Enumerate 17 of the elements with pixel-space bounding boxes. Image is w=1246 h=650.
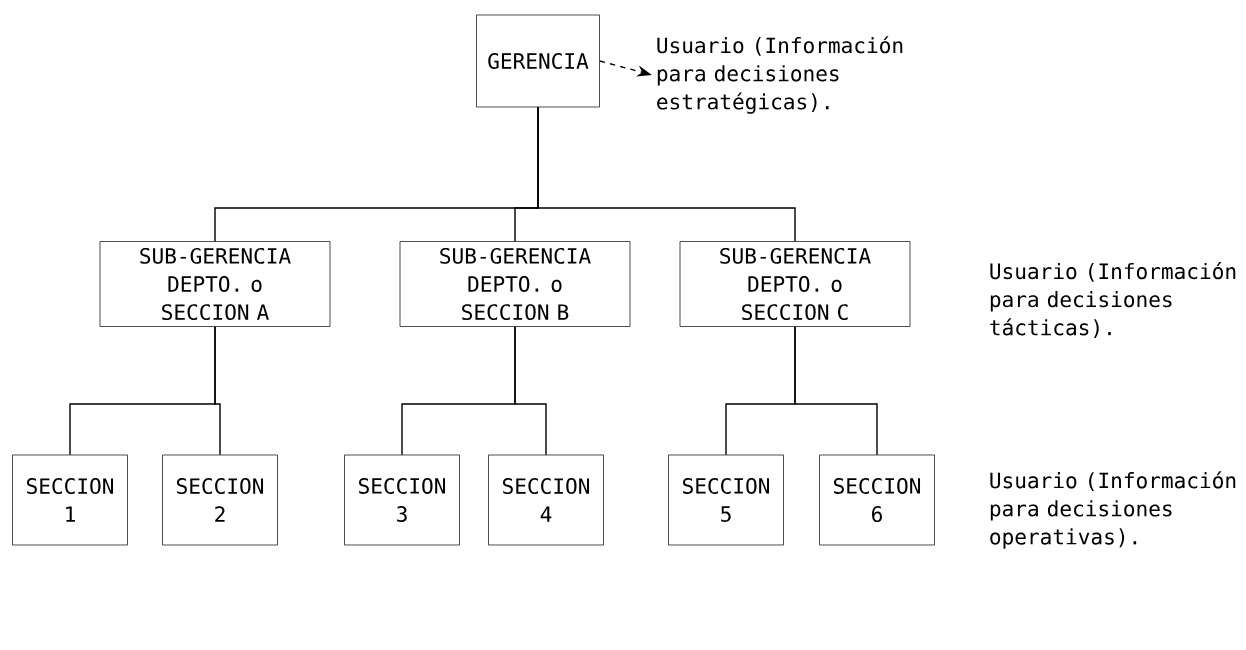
section-box: SECCION 4 xyxy=(488,454,604,546)
section-box: SECCION 1 xyxy=(12,454,128,546)
section-box: SECCION 6 xyxy=(819,454,935,546)
connector-line xyxy=(537,106,796,242)
connector-line xyxy=(794,326,878,456)
section-box: SECCION 5 xyxy=(668,454,784,546)
connector-line xyxy=(514,326,547,456)
org-box: SUB-GERENCIA DEPTO. o SECCION C xyxy=(679,241,911,327)
user-note: Usuario (Información para decisiones tácticas). xyxy=(990,262,1236,338)
user-note: Usuario (Información para decisiones estratégicas). xyxy=(657,36,903,114)
connector-line xyxy=(214,326,221,456)
user-note: Usuario (Información para decisiones operativas). xyxy=(990,471,1236,549)
section-box: SECCION 3 xyxy=(344,454,460,546)
org-box: SUB-GERENCIA DEPTO. o SECCION B xyxy=(399,241,631,327)
section-box: SECCION 2 xyxy=(162,454,278,546)
org-box: SUB-GERENCIA DEPTO. o SECCION A xyxy=(99,241,331,327)
org-box: GERENCIA xyxy=(476,14,600,108)
